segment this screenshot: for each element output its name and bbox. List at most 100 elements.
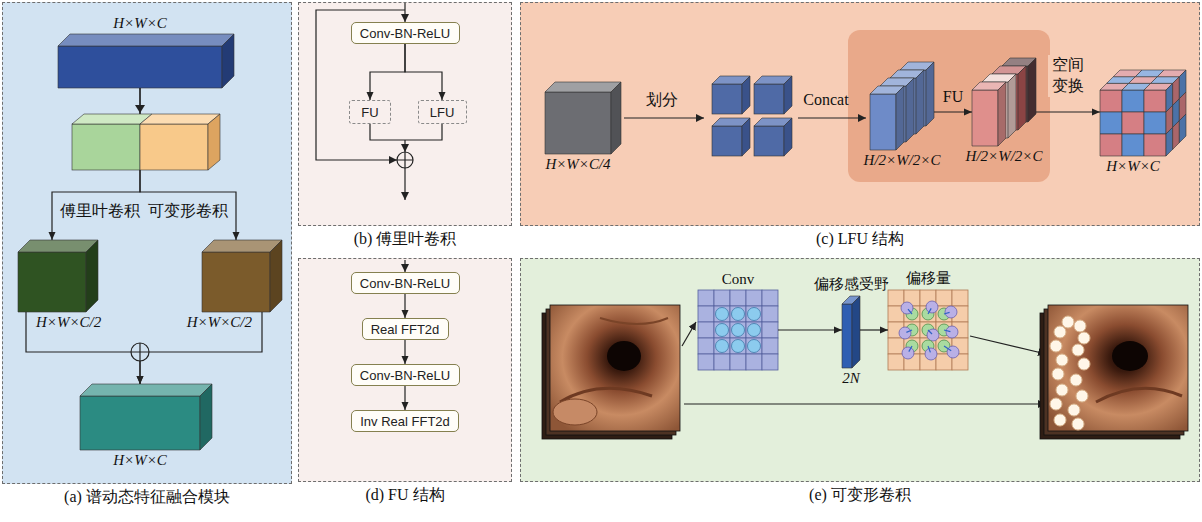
grid-cell xyxy=(888,354,904,370)
cube-face xyxy=(80,396,200,450)
grid-cell xyxy=(698,338,714,354)
cube-cell xyxy=(1179,114,1186,143)
box-label: Conv-BN-ReLU xyxy=(360,26,450,41)
offset-point xyxy=(902,347,914,359)
offset-point xyxy=(926,301,938,313)
process-box: Conv-BN-ReLU xyxy=(351,272,460,294)
offset-vector xyxy=(906,330,912,332)
feature-cube: H×W×C xyxy=(58,34,234,88)
cube-face xyxy=(1008,74,1016,138)
grid-cell xyxy=(952,290,968,306)
cube-face xyxy=(916,70,924,134)
sampling-point xyxy=(748,340,761,353)
flow-arrow xyxy=(970,336,1046,354)
arrow-head xyxy=(402,310,409,318)
output-feature-cube-drawing xyxy=(1100,70,1186,156)
feature-cube-drawing xyxy=(18,240,98,312)
endoscopy-image xyxy=(542,305,680,439)
offset-vector xyxy=(909,346,912,352)
panel-caption: (d) FU 结构 xyxy=(299,485,511,506)
endoscopy-output-image xyxy=(1096,388,1182,402)
endoscopy-output-image xyxy=(1054,414,1066,426)
cube-face xyxy=(1018,66,1026,130)
flow-arrow xyxy=(684,403,1046,404)
edge-label: 空间 变换 xyxy=(1048,55,1088,97)
box-label: LFU xyxy=(430,105,455,120)
flow-arrow xyxy=(682,322,696,346)
node-label: H×W×C/2 xyxy=(36,314,101,331)
grid-cell xyxy=(714,338,730,354)
edge-label: FU xyxy=(941,88,965,106)
feature-cube: H×W×C/4 xyxy=(545,82,621,154)
offset-vector xyxy=(908,309,912,314)
flow-arrow xyxy=(316,3,1046,404)
grid-cell xyxy=(746,338,762,354)
endoscopy-output-image xyxy=(1050,340,1062,352)
connector xyxy=(402,340,409,364)
connector xyxy=(26,312,144,384)
offset-field-slab: 偏移感受野2N xyxy=(842,296,860,368)
connector xyxy=(140,88,240,240)
sampling-point xyxy=(748,324,761,337)
offset-grid-drawing xyxy=(888,290,968,370)
offset-point xyxy=(899,327,911,339)
box-label: FU xyxy=(361,105,378,120)
panel-ground xyxy=(2,2,292,484)
sum-symbol xyxy=(397,152,413,168)
grid-cell xyxy=(746,306,762,322)
stacked-feature-cubes: H/2×W/2×C xyxy=(972,58,1036,146)
grid-cell xyxy=(730,322,746,338)
stacked-feature-cubes-drawing xyxy=(870,62,934,150)
cube-cell xyxy=(1122,112,1144,134)
grid-cell xyxy=(698,354,714,370)
dashed-module-box: LFU xyxy=(418,100,467,124)
cube-face xyxy=(896,86,904,150)
node-label: Conv xyxy=(722,271,755,288)
offset-point xyxy=(946,326,958,338)
offset-vector xyxy=(928,346,930,352)
node-label: H×W×C/2 xyxy=(187,314,252,331)
arrow-label: Concat xyxy=(801,91,850,109)
grid-cell xyxy=(714,290,730,306)
endoscopy-output-image xyxy=(1112,341,1148,371)
endoscopy-output-image xyxy=(1056,354,1068,366)
cube-cell xyxy=(1144,90,1166,112)
cube-face xyxy=(202,240,282,252)
node-label: 偏移感受野 xyxy=(814,275,889,294)
endoscopy-output-image xyxy=(1072,418,1084,430)
split-feature-block xyxy=(140,124,208,170)
split-feature-block xyxy=(208,114,220,170)
panel-caption: (a) 谱动态特征融合模块 xyxy=(3,487,291,508)
concat-region xyxy=(848,30,1050,182)
cube-face xyxy=(611,82,621,154)
grid-cell xyxy=(730,338,746,354)
panel-ground xyxy=(298,2,512,226)
figure-panel: (c) LFU 结构H×W×C/4H/2×W/2×CH/2×W/2×CH×W×C xyxy=(520,2,1200,226)
box-label: Conv-BN-ReLU xyxy=(360,368,450,383)
cube-face xyxy=(58,46,222,88)
panel-ground xyxy=(520,2,1200,226)
cube-face xyxy=(1028,58,1036,122)
cube-face xyxy=(80,384,212,396)
endoscopy-image xyxy=(553,399,597,425)
endoscopy-output-image xyxy=(1076,390,1088,402)
offset-point xyxy=(925,348,937,360)
process-box: Conv-BN-ReLU xyxy=(351,22,460,44)
flow-arrow xyxy=(404,3,405,22)
feature-cube: H×W×C/2 xyxy=(202,240,282,312)
endoscopy-output-image xyxy=(1070,374,1082,386)
connector-line xyxy=(405,44,442,100)
grid-cell xyxy=(730,354,746,370)
box-label: Inv Real FFT2d xyxy=(360,414,450,429)
figure-panel: (b) 傅里叶卷积Conv-BN-ReLUFULFU xyxy=(298,2,512,226)
arrow-head xyxy=(964,109,972,116)
grid-cell xyxy=(888,290,904,306)
split-cubes xyxy=(784,76,792,114)
box-label: Real FFT2d xyxy=(371,322,440,337)
arrow-head xyxy=(834,327,842,334)
endoscopy-output-image xyxy=(1074,320,1086,332)
offset-point xyxy=(901,302,913,314)
